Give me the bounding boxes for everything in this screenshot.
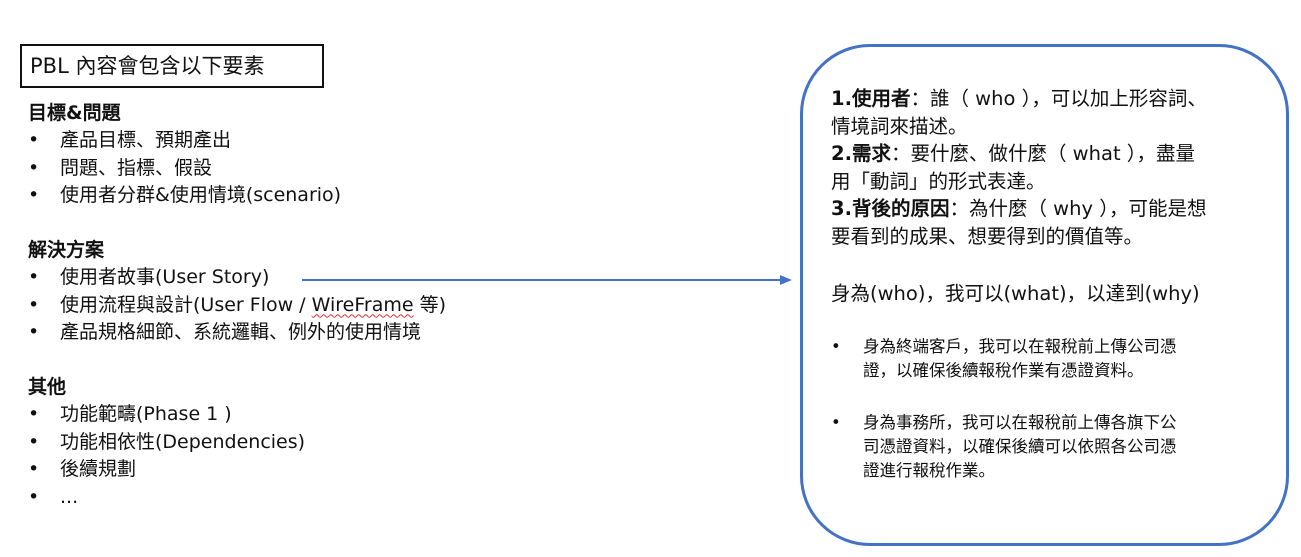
bullet-item: 後續規劃 [28, 456, 305, 484]
bullet-item: ... [28, 484, 305, 512]
story-template: 身為(who)，我可以(what)，以達到(why) [831, 282, 1200, 305]
section-goals-problems: 目標&問題 產品目標、預期產出 問題、指標、假設 使用者分群&使用情境(scen… [28, 99, 341, 210]
section-heading: 解決方案 [28, 239, 105, 261]
bullet-item-user-story: 使用者故事(User Story) [28, 264, 446, 292]
bullet-item: 產品規格細節、系統邏輯、例外的使用情境 [28, 319, 446, 347]
who-line-cont: 情境詞來描述。 [831, 114, 968, 138]
slide-title: PBL 內容會包含以下要素 [20, 44, 324, 88]
example-line: 身為終端客戶，我可以在報稅前上傳公司憑 [863, 337, 1177, 356]
example-line: 司憑證資料，以確保後續可以依照各公司憑 [863, 437, 1177, 456]
arrow-right-icon [302, 275, 792, 285]
why-label: 3.背後的原因 [831, 197, 950, 220]
why-line-cont: 要看到的成果、想要得到的價值等。 [831, 224, 1144, 248]
bullet-item: 使用者分群&使用情境(scenario) [28, 182, 341, 210]
who-label: 1.使用者 [831, 87, 911, 110]
card-content: 1.使用者：誰（ who ），可以加上形容詞、 情境詞來描述。 2.需求：要什麼… [831, 85, 1271, 511]
example-item: 身為終端客戶，我可以在報稅前上傳公司憑 證，以確保後續報稅作業有憑證資料。 [831, 335, 1271, 383]
user-story-card: 1.使用者：誰（ who ），可以加上形容詞、 情境詞來描述。 2.需求：要什麼… [800, 44, 1289, 546]
example-list: 身為終端客戶，我可以在報稅前上傳公司憑 證，以確保後續報稅作業有憑證資料。 身為… [831, 335, 1271, 483]
section-heading: 目標&問題 [28, 102, 121, 124]
who-line: 1.使用者：誰（ who ），可以加上形容詞、 [831, 85, 1271, 113]
what-label: 2.需求 [831, 142, 891, 165]
spellcheck-underlined-word: WireFrame [311, 293, 414, 316]
why-text: ：為什麼（ why ），可能是想 [949, 197, 1207, 220]
example-line: 證，以確保後續報稅作業有憑證資料。 [863, 361, 1144, 380]
example-line: 證進行報稅作業。 [863, 461, 995, 480]
bullet-item-user-flow: 使用流程與設計(User Flow / WireFrame 等) [28, 292, 446, 320]
bullet-list: 使用者故事(User Story) 使用流程與設計(User Flow / Wi… [28, 264, 446, 347]
bullet-item: 功能範疇(Phase 1 ) [28, 401, 305, 429]
flow-prefix: 使用流程與設計(User Flow / [60, 293, 312, 316]
section-heading: 其他 [28, 376, 67, 398]
bullet-list: 產品目標、預期產出 問題、指標、假設 使用者分群&使用情境(scenario) [28, 127, 341, 210]
bullet-item: 問題、指標、假設 [28, 155, 341, 183]
what-line: 2.需求：要什麼、做什麼（ what ），盡量 [831, 140, 1271, 168]
bullet-list: 功能範疇(Phase 1 ) 功能相依性(Dependencies) 後續規劃 … [28, 401, 305, 511]
what-text: ：要什麼、做什麼（ what ），盡量 [890, 142, 1196, 165]
why-line: 3.背後的原因：為什麼（ why ），可能是想 [831, 195, 1271, 223]
what-line-cont: 用「動詞」的形式表達。 [831, 169, 1046, 193]
bullet-item: 功能相依性(Dependencies) [28, 429, 305, 457]
section-solution: 解決方案 使用者故事(User Story) 使用流程與設計(User Flow… [28, 236, 446, 347]
bullet-item: 產品目標、預期產出 [28, 127, 341, 155]
example-item: 身為事務所，我可以在報稅前上傳各旗下公 司憑證資料，以確保後續可以依照各公司憑 … [831, 411, 1271, 483]
example-line: 身為事務所，我可以在報稅前上傳各旗下公 [863, 413, 1177, 432]
flow-suffix: 等) [413, 293, 447, 316]
section-others: 其他 功能範疇(Phase 1 ) 功能相依性(Dependencies) 後續… [28, 373, 305, 511]
who-text: ：誰（ who ），可以加上形容詞、 [910, 87, 1207, 110]
